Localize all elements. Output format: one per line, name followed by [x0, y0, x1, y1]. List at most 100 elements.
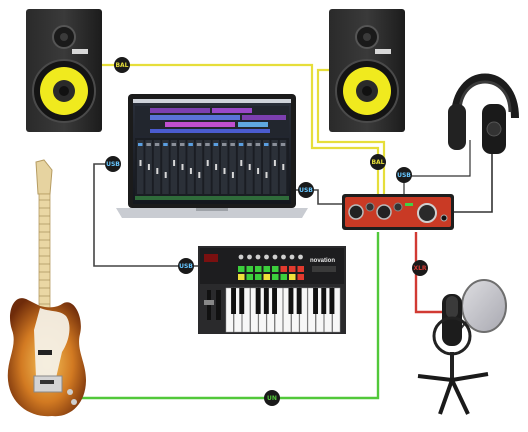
guitar-neck [38, 193, 51, 311]
headphones [448, 73, 519, 154]
svg-text:BAL: BAL [371, 159, 384, 166]
black-key [239, 288, 245, 314]
drum-pad [246, 274, 253, 280]
keyboard-usb-cable [93, 163, 200, 267]
drum-pad [297, 266, 304, 272]
brand-plate [72, 49, 88, 54]
black-key [321, 288, 327, 314]
input-2-jack [376, 204, 392, 220]
black-key [296, 288, 302, 314]
black-key [288, 288, 294, 314]
laptop-base [116, 208, 308, 218]
pitch-wheel [216, 290, 221, 320]
pop-filter [461, 279, 507, 333]
mixer-channel [229, 140, 236, 194]
microphone-xlr-cable [414, 232, 444, 314]
mixer-channel [221, 140, 228, 194]
drum-pad [246, 266, 253, 272]
drum-pad [255, 266, 262, 272]
usb-badge-interface: USB [298, 182, 314, 198]
encoder-knob [255, 254, 261, 260]
bal-badge-left: BAL [114, 57, 130, 73]
encoder-knob [238, 254, 244, 260]
usb-badge-laptop: USB [105, 156, 121, 172]
mixer-channel [263, 140, 270, 194]
mixer-channel [271, 140, 278, 194]
guitar-unbalanced-cable [68, 232, 380, 400]
encoder-knob [281, 254, 286, 260]
mic-stand [417, 372, 489, 415]
drum-pad [289, 274, 296, 280]
drum-pad [255, 274, 262, 280]
keyboard-brand: novation [310, 258, 335, 264]
mixer-channel [254, 140, 262, 194]
microphone [417, 279, 507, 415]
keybed [225, 287, 341, 333]
mixer-channel [204, 140, 211, 194]
svg-text:USB: USB [397, 172, 411, 179]
black-key [255, 288, 261, 314]
svg-text:BAL: BAL [115, 62, 128, 69]
guitar-pickup [38, 350, 52, 355]
left-earcup [448, 104, 466, 150]
black-key [263, 288, 269, 314]
drum-pad [263, 266, 270, 272]
headphone-jack [440, 214, 448, 222]
mixer-channel [237, 140, 245, 194]
guitar-headstock [35, 159, 53, 195]
gain-2-knob [393, 202, 403, 212]
mixer-channel [195, 140, 203, 194]
midi-keyboard: novation [198, 246, 346, 334]
encoder-knob [247, 254, 252, 260]
brand-plate [375, 49, 391, 54]
xlr-badge: XLR [412, 260, 428, 276]
drum-pad [280, 266, 287, 272]
svg-text:USB: USB [106, 161, 120, 168]
black-key [329, 288, 335, 314]
drum-pad [280, 274, 287, 280]
drum-pad [297, 274, 304, 280]
gain-1-knob [365, 202, 375, 212]
un-badge: UN [264, 390, 280, 406]
svg-text:USB: USB [179, 263, 193, 270]
usb-badge-headphone: USB [396, 167, 412, 183]
keyboard-display [204, 254, 218, 262]
audio-interface [342, 194, 454, 230]
black-key [231, 288, 237, 314]
black-key [313, 288, 319, 314]
cable-badges: BAL BAL USB USB USB USB XLR UN [105, 57, 428, 406]
monitor-knob [417, 203, 437, 223]
headband [451, 73, 519, 119]
encoder-knob [298, 254, 303, 260]
encoder-knob [264, 254, 269, 260]
svg-text:USB: USB [299, 187, 313, 194]
mixer-channel [170, 140, 178, 194]
usb-badge-keyboard: USB [178, 258, 194, 274]
mixer-channel [187, 140, 194, 194]
drum-pad [289, 266, 296, 272]
speaker-right [329, 9, 405, 132]
drum-pad [238, 274, 245, 280]
speaker-left [26, 9, 102, 132]
black-key [272, 288, 278, 314]
encoder-knob [272, 254, 278, 260]
encoder-knob [289, 254, 295, 260]
input-1-jack [348, 204, 364, 220]
daw-arrange-view [135, 106, 289, 136]
drum-pad [263, 274, 270, 280]
mixer-channel [162, 140, 169, 194]
svg-text:XLR: XLR [413, 265, 426, 272]
headphone-lead [403, 140, 471, 196]
drum-pad [272, 274, 279, 280]
drum-pad [272, 266, 279, 272]
headphone-cable [452, 148, 493, 213]
laptop [116, 94, 308, 218]
daw-mixer-view [135, 138, 289, 200]
mixer-channel [153, 140, 161, 194]
guitar-pickguard [34, 308, 70, 378]
drum-pad [238, 266, 245, 272]
pad-grid [238, 254, 304, 280]
mixer-channel [137, 140, 144, 194]
svg-text:UN: UN [267, 395, 277, 402]
